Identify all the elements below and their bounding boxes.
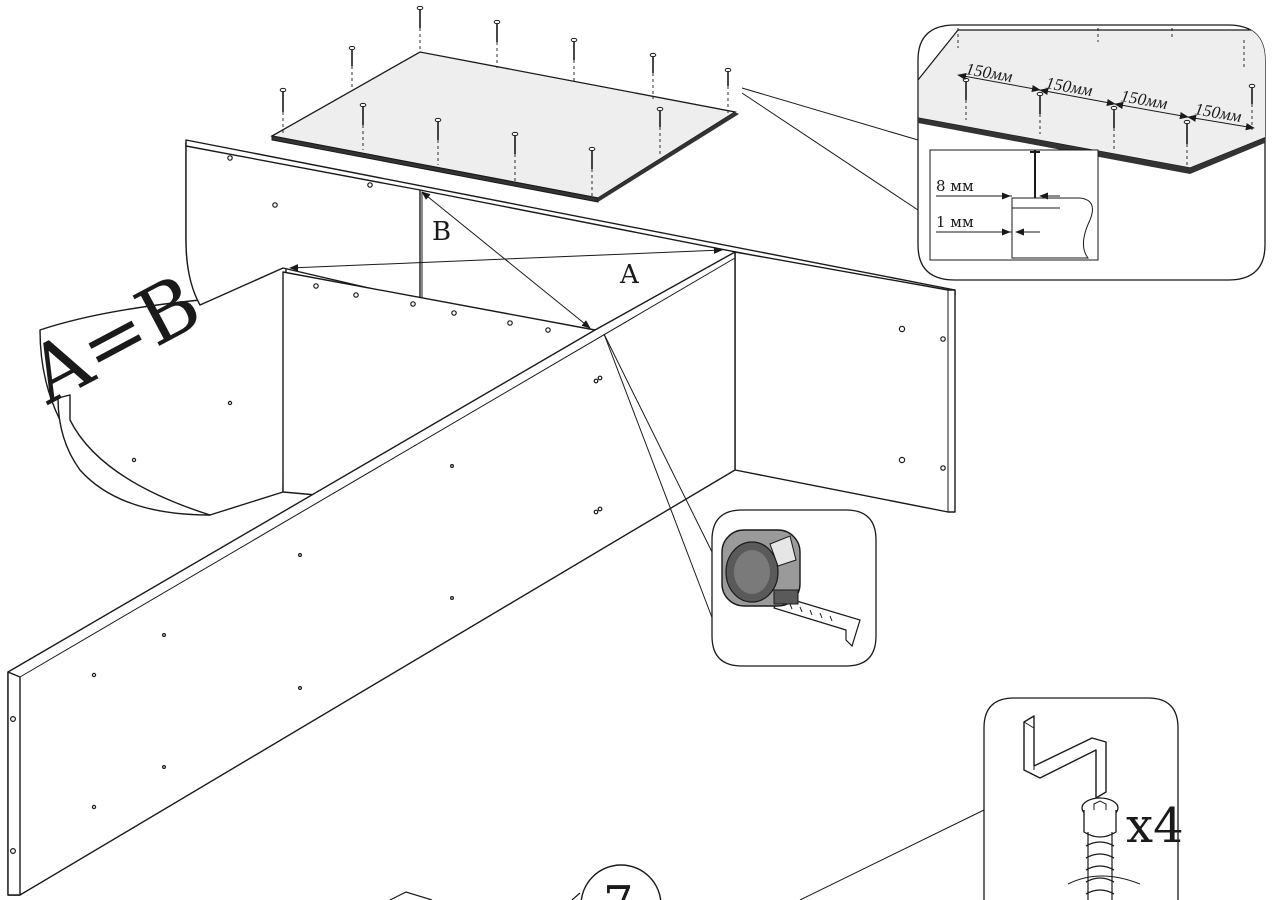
- nail-icon: [570, 37, 578, 83]
- diagonal-a-label: A: [619, 260, 640, 290]
- nail-icon: [724, 67, 732, 113]
- allen-key-icon: [1023, 715, 1107, 799]
- step-marker: 7: [389, 864, 662, 900]
- nail-icon: [656, 106, 664, 155]
- depth-label-1mm: 1 мм: [936, 213, 974, 231]
- nail-icon: [434, 117, 442, 165]
- parts-callout: x4: [983, 697, 1184, 900]
- nail-spacing-detail: 150мм 150мм 150мм 150мм 8 мм 1 мм: [917, 24, 1266, 281]
- back-panel: [270, 5, 739, 203]
- nail-icon: [359, 102, 367, 150]
- tape-leader-bottom: [603, 333, 717, 629]
- nail-icon: [279, 87, 287, 136]
- cabinet: B A A=B: [7, 139, 956, 896]
- front-board: [7, 251, 736, 896]
- nail-icon: [511, 131, 519, 182]
- confirmat-screw-icon: [1067, 797, 1141, 900]
- tape-measure-icon: [721, 529, 861, 648]
- detail-leader-bottom: [741, 92, 919, 211]
- diagonal-measurements: B A: [289, 191, 723, 329]
- nails-group: [279, 5, 732, 196]
- diagonal-b-label: B: [432, 217, 451, 247]
- nail-icon: [588, 146, 596, 196]
- nail-icon: [416, 5, 424, 52]
- nail-icon: [348, 45, 356, 91]
- nail-depth-inset: 8 мм 1 мм: [929, 149, 1099, 261]
- quantity-label: x4: [1126, 798, 1184, 854]
- depth-label-8mm: 8 мм: [936, 177, 974, 195]
- left-cutaway: [57, 155, 373, 516]
- nail-icon: [493, 19, 501, 68]
- nail-icon: [649, 52, 657, 99]
- step-number: 7: [603, 876, 634, 900]
- tape-leader-top: [603, 333, 717, 561]
- parts-leader: [799, 809, 985, 900]
- detail-leader-top: [741, 87, 919, 141]
- tape-measure-callout: [711, 509, 877, 667]
